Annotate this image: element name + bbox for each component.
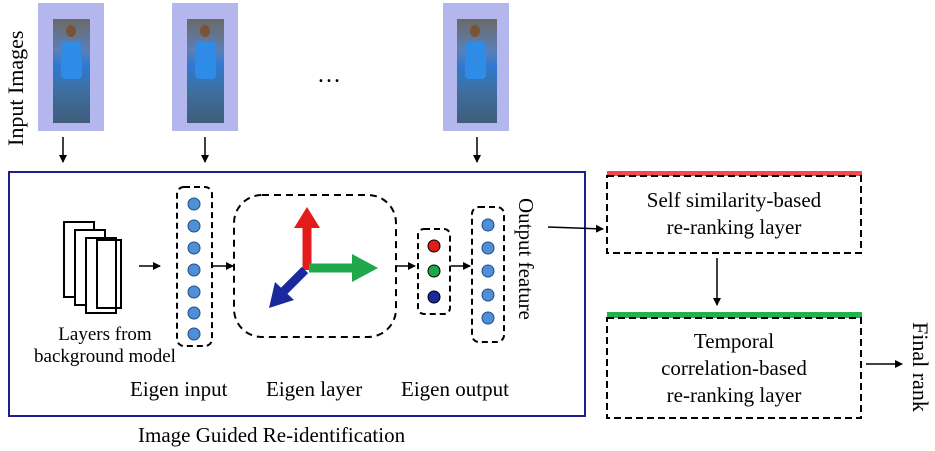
- eigen-input-label: Eigen input: [130, 377, 228, 401]
- output-feature-nodes: [481, 218, 495, 325]
- layers-caption-line2: background model: [34, 346, 176, 367]
- temporal-bar: [607, 312, 862, 318]
- eigen-input-nodes: [187, 197, 201, 341]
- person-photo: [187, 19, 224, 123]
- eigen-output-box: [417, 228, 451, 315]
- self-sim-bar: [607, 171, 862, 176]
- temporal-line1: Temporal: [693, 329, 775, 353]
- ellipsis-label: …: [317, 62, 341, 88]
- self-sim-line2: re-ranking layer: [666, 215, 802, 239]
- self-sim-box: [606, 175, 862, 254]
- person-photo: [53, 19, 90, 123]
- input-image-3: [443, 3, 509, 131]
- output-feature-box: [471, 206, 505, 343]
- layers-caption-line1: Layers from: [58, 324, 152, 345]
- layers-caption: Layers from background model: [25, 324, 185, 368]
- temporal-line3: re-ranking layer: [666, 383, 802, 407]
- output-node-red: [427, 239, 441, 253]
- input-image-2: [172, 3, 238, 131]
- self-sim-line1: Self similarity-based: [646, 188, 822, 212]
- output-node-green: [427, 264, 441, 278]
- layers-stack-icon: [63, 221, 122, 314]
- eigen-output-label: Eigen output: [401, 377, 509, 401]
- axes-icon: [269, 207, 378, 308]
- self-sim-text: Self similarity-based re-ranking layer: [608, 187, 860, 241]
- temporal-box: [606, 317, 862, 419]
- input-image-1: [38, 3, 104, 131]
- temporal-line2: correlation-based: [661, 356, 807, 380]
- eigen-input-box: [176, 186, 213, 347]
- output-feature-label: Output feature: [514, 198, 538, 320]
- eigen-layer-box: [233, 194, 397, 338]
- module-title: Image Guided Re-identification: [138, 423, 406, 447]
- final-rank-label: Final rank: [908, 322, 933, 412]
- input-images-label: Input Images: [3, 30, 28, 146]
- temporal-text: Temporal correlation-based re-ranking la…: [608, 328, 860, 409]
- eigen-layer-label: Eigen layer: [266, 377, 363, 401]
- output-node-blue: [427, 290, 441, 304]
- arrow-module-to-self-sim: [547, 224, 604, 233]
- person-photo: [457, 19, 497, 123]
- module-frame: [8, 171, 586, 417]
